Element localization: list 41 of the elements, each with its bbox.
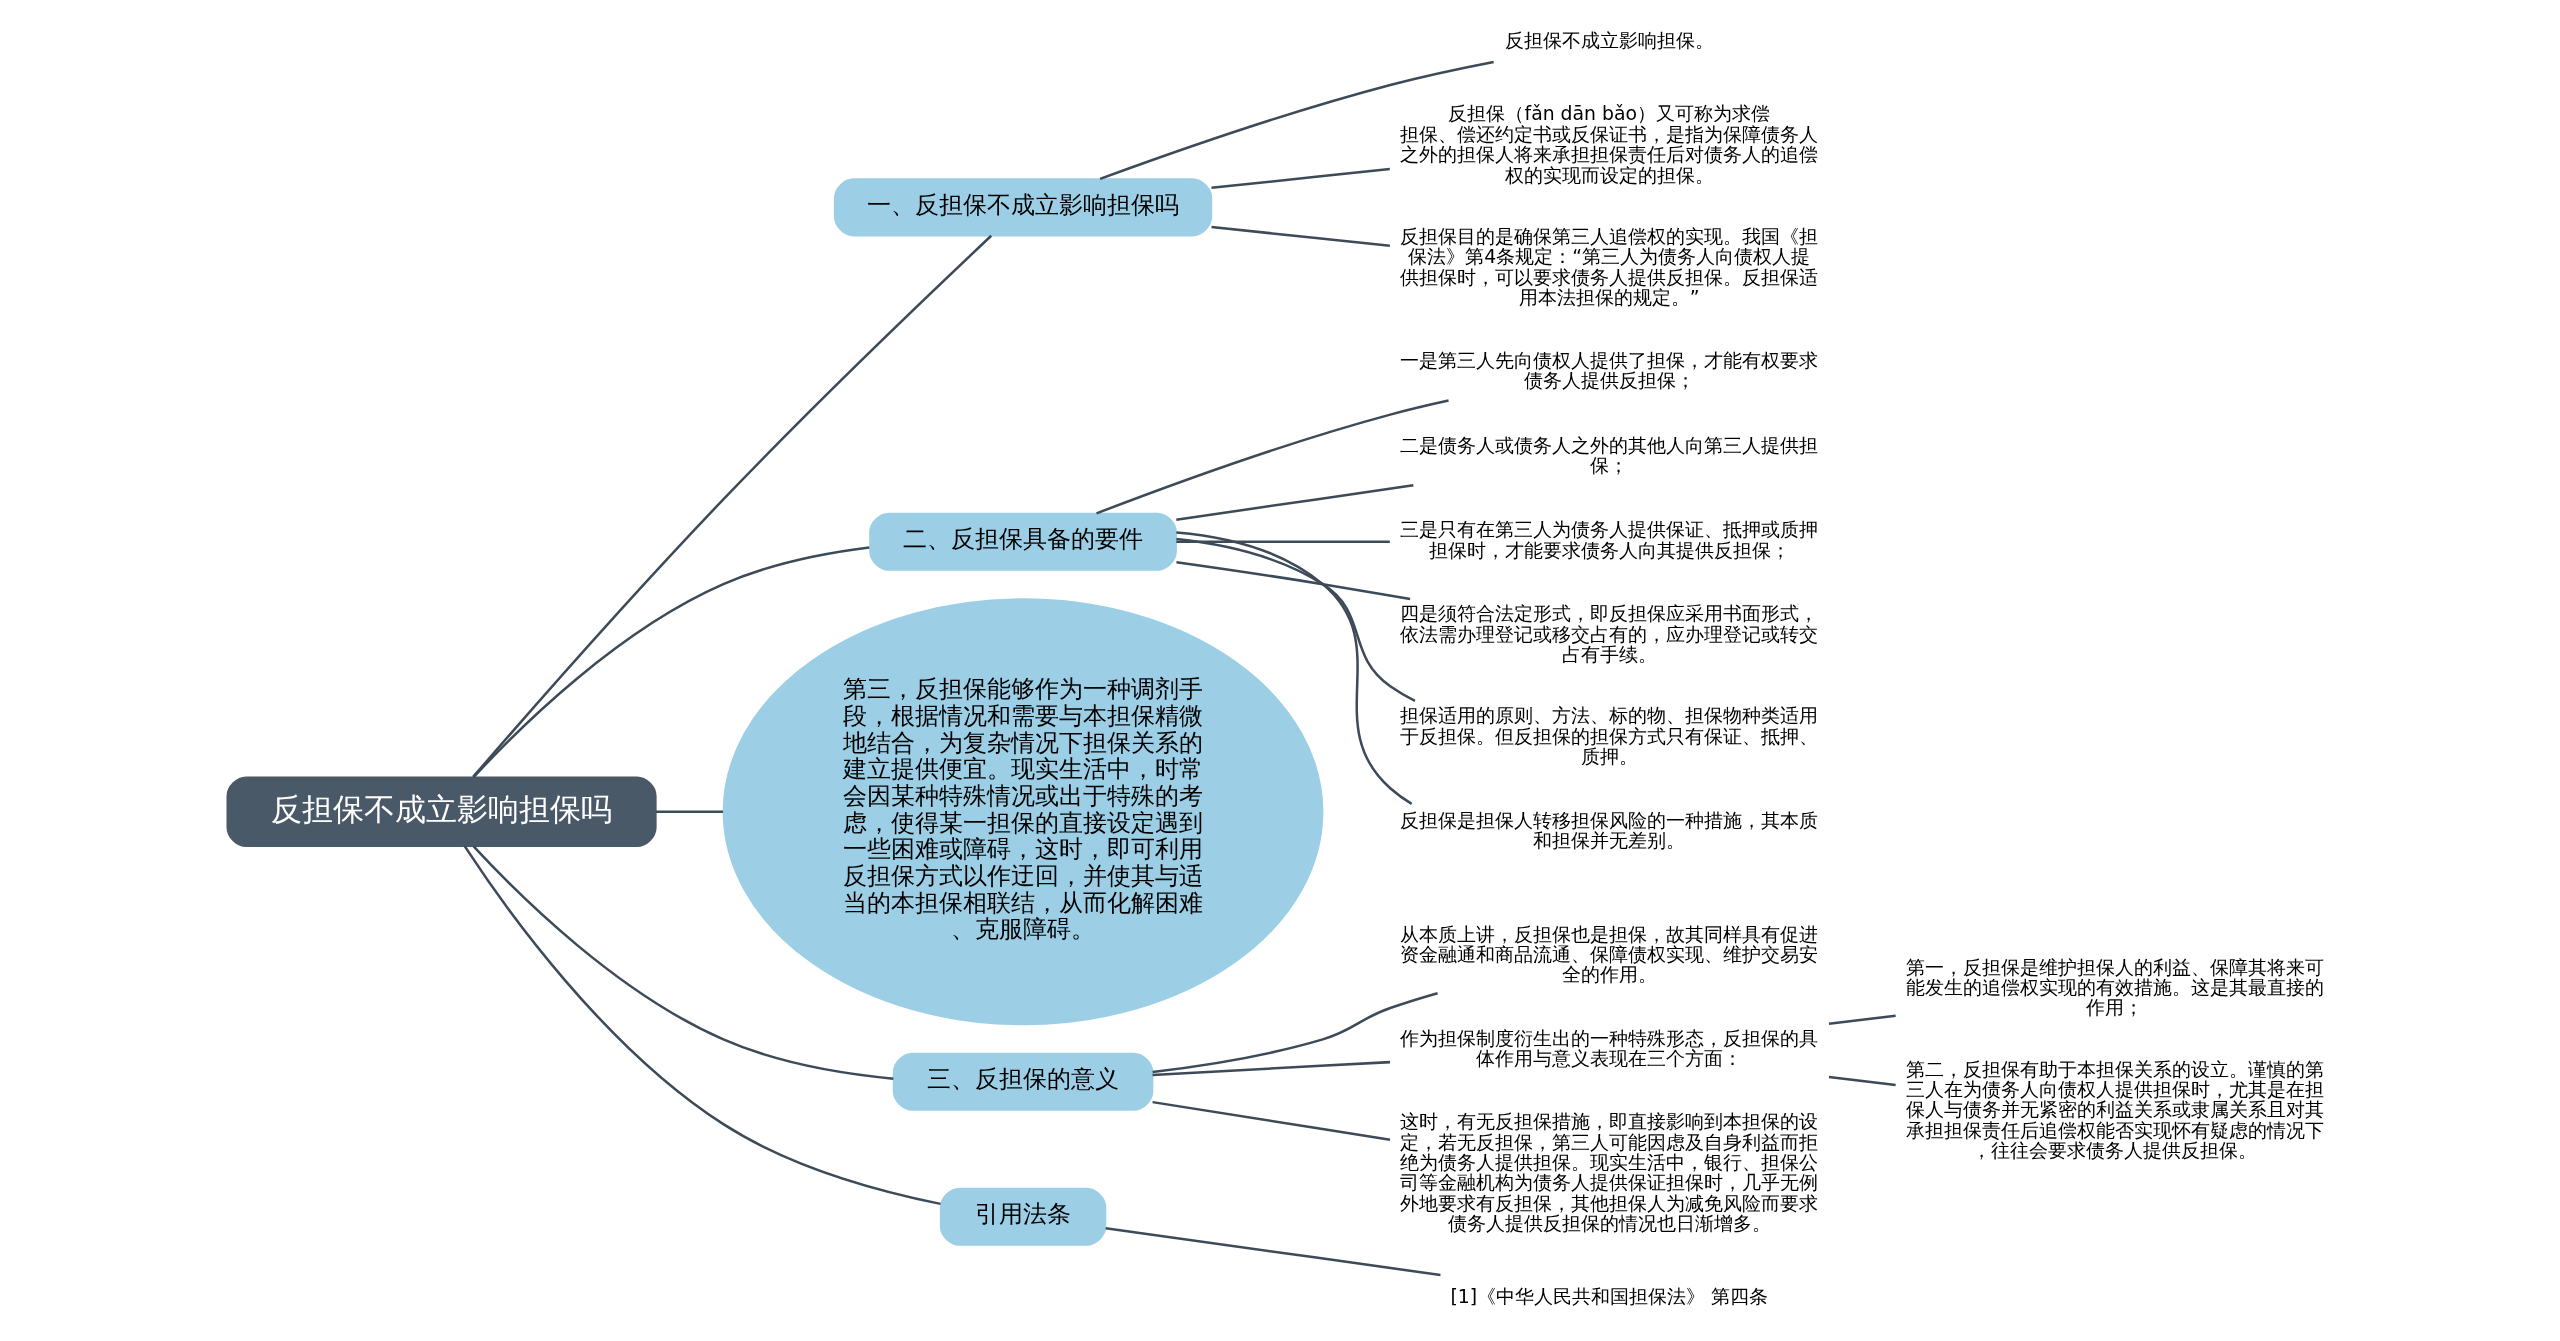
node-box: 引用法条 (939, 1187, 1106, 1246)
node-text: 四是须符合法定形式，即反担保应采用书面形式，依法需办理登记或移交占有的，应办理登记或转交占有手续。 (1399, 603, 1818, 666)
node-text: 这时，有无反担保措施，即直接影响到本担保的设定，若无反担保，第三人可能因虑及自身利益而拒绝为债务人提供担保。现实生活中，银行、担保公司等金融机构为债务人提供保证担保时，几乎无例外地要求有反担保，其他担保人为减免风险而要求债务人提供反担保的情况也日渐增多。 (1399, 1111, 1818, 1235)
connector (1210, 225, 1390, 247)
node-text: 第二，反担保有助于本担保关系的设立。谨慎的第三人在为债务人向债权人提供担保时，尤其是在担保人与债务并无紧密的利益关系或隶属关系且对其承担担保责任后追偿权能否实现怀有疑虑的情况下，往往会要求债务人提供反担保。 (1905, 1058, 2324, 1162)
node-ellipse: 第三，反担保能够作为一种调剂手段，根据情况和需要与本担保精微地结合，为复杂情况下担保关系的建立提供便宜。现实生活中，时常会因某种特殊情况或出于特殊的考虑，使得某一担保的直接设定遇到一些困难或障碍，这时，即可利用反担保方式以作迂回，并使其与适当的本担保相联结，从而化解困难、克服障碍。 (722, 598, 1323, 1026)
connector (1828, 1014, 1896, 1026)
connector (1151, 992, 1438, 1074)
connector (1099, 60, 1494, 181)
connector (1095, 399, 1449, 515)
connector (1105, 1226, 1441, 1277)
node-text: 一是第三人先向债权人提供了担保，才能有权要求债务人提供反担保； (1399, 349, 1818, 392)
node-box: 三、反担保的意义 (892, 1052, 1153, 1111)
connector (1210, 167, 1390, 190)
node-text: 反担保目的是确保第三人追偿权的实现。我国《担保法》第4条规定：“第三人为债务人向债权人提供担保时，可以要求债务人提供反担保。反担保适用本法担保的规定。” (1399, 225, 1818, 309)
connector (471, 234, 992, 778)
node-box: 二、反担保具备的要件 (868, 512, 1177, 571)
connector (1152, 1060, 1390, 1077)
node-box: 一、反担保不成立影响担保吗 (833, 178, 1212, 237)
node-text: 反担保（fǎn dān bǎo）又可称为求偿担保、偿还约定书或反保证书，是指为保障债务人之外的担保人将来承担担保责任后对债务人的追偿权的实现而设定的担保。 (1399, 103, 1818, 186)
connector (1175, 540, 1390, 544)
node-text: 从本质上讲，反担保也是担保，故其同样具有促进资金融通和商品流通、保障债权实现、维护交易安全的作用。 (1399, 923, 1818, 986)
connector (1828, 1075, 1896, 1087)
connector (1175, 531, 1412, 805)
node-text: [1]《中华人民共和国担保法》 第四条 (1449, 1286, 1768, 1308)
connector (1175, 537, 1416, 702)
connector (1175, 560, 1410, 601)
connector (472, 546, 869, 779)
connector (1175, 484, 1413, 521)
connector (463, 845, 941, 1206)
node-text: 反担保是担保人转移担保风险的一种措施，其本质和担保并无差别。 (1399, 809, 1818, 852)
node-text: 反担保不成立影响担保。 (1504, 30, 1714, 52)
connector (1151, 1100, 1390, 1142)
node-text: 三是只有在第三人为债务人提供保证、抵押或质押担保时，才能要求债务人向其提供反担保； (1399, 519, 1818, 561)
node-text: 担保适用的原则、方法、标的物、担保物种类适用于反担保。但反担保的担保方式只有保证、抵押、质押。 (1399, 705, 1818, 768)
node-text: 第一，反担保是维护担保人的利益、保障其将来可能发生的追偿权实现的有效措施。这是其最直接的作用； (1905, 956, 2324, 1019)
node-text: 作为担保制度衍生出的一种特殊形态，反担保的具体作用与意义表现在三个方面： (1399, 1028, 1818, 1070)
node-text: 二是债务人或债务人之外的其他人向第三人提供担保； (1399, 434, 1818, 477)
connector (472, 845, 893, 1080)
node-box: 反担保不成立影响担保吗 (226, 776, 657, 848)
connector (655, 810, 723, 814)
